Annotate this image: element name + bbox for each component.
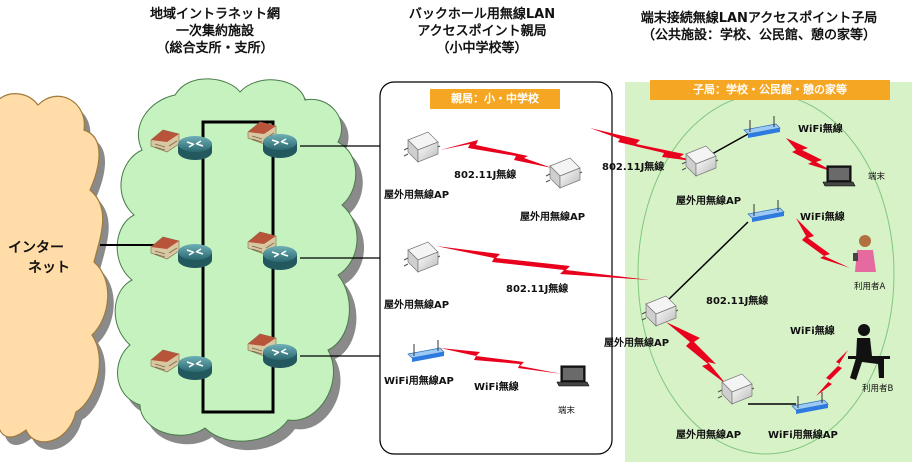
terminal-label: 端末 bbox=[558, 406, 576, 416]
user-b-label: 利用者B bbox=[862, 384, 894, 394]
outdoor-ap-label: 屋外用無線AP bbox=[676, 196, 742, 207]
lightning-links bbox=[436, 128, 850, 396]
link-80211j-label: 802.11J無線 bbox=[454, 170, 517, 181]
link-80211j-label: 802.11J無線 bbox=[602, 162, 665, 173]
terminal-label: 端末 bbox=[868, 172, 886, 182]
intranet-header: 地域イントラネット網 一次集約施設 （総合支所・支所） bbox=[149, 7, 280, 56]
terminal-header: 端末接続無線LANアクセスポイント子局 （公共施設：学校、公民館、憩の家等） bbox=[640, 11, 878, 43]
link-child-ap1-wifiap1 bbox=[711, 133, 749, 155]
wifi-wireless-label: WiFi無線 bbox=[798, 124, 843, 135]
wifi-wireless-label: WiFi無線 bbox=[800, 212, 845, 223]
link-80211j-label: 802.11J無線 bbox=[706, 296, 769, 307]
backhaul-header: バックホール用無線LAN アクセスポイント親局 （小中学校等） bbox=[408, 7, 556, 56]
laptop-icon bbox=[556, 365, 590, 387]
link-80211j-label: 802.11J無線 bbox=[506, 284, 569, 295]
wifi-ap-label: WiFi用無線AP bbox=[384, 376, 454, 387]
wifi-wireless-label: WiFi無線 bbox=[474, 382, 519, 393]
internet-cloud bbox=[0, 93, 114, 450]
wifi-wireless-label: WiFi無線 bbox=[790, 326, 835, 337]
wifi-ap-label: WiFi用無線AP bbox=[768, 430, 838, 441]
user-a-label: 利用者A bbox=[854, 282, 886, 292]
outdoor-ap-label: 屋外用無線AP bbox=[604, 338, 670, 349]
link-child-ap2-wifiap2 bbox=[667, 221, 749, 301]
parent-banner-bg bbox=[430, 89, 560, 109]
outdoor-ap-label: 屋外用無線AP bbox=[384, 190, 450, 201]
parent-banner: 親局：小・中学校 bbox=[451, 92, 539, 105]
laptop-icon bbox=[822, 165, 856, 187]
child-banner: 子局：学校・公民館・憩の家等 bbox=[693, 83, 847, 96]
internet-label: インター ネット bbox=[8, 240, 70, 276]
outdoor-ap-label: 屋外用無線AP bbox=[676, 430, 742, 441]
outdoor-ap-label: 屋外用無線AP bbox=[384, 300, 450, 311]
user-b-icon bbox=[848, 324, 890, 380]
outdoor-ap-label: 屋外用無線AP bbox=[520, 212, 586, 223]
child-banner-bg bbox=[650, 80, 890, 100]
user-a-icon bbox=[853, 235, 876, 272]
intranet-cloud bbox=[114, 78, 365, 451]
